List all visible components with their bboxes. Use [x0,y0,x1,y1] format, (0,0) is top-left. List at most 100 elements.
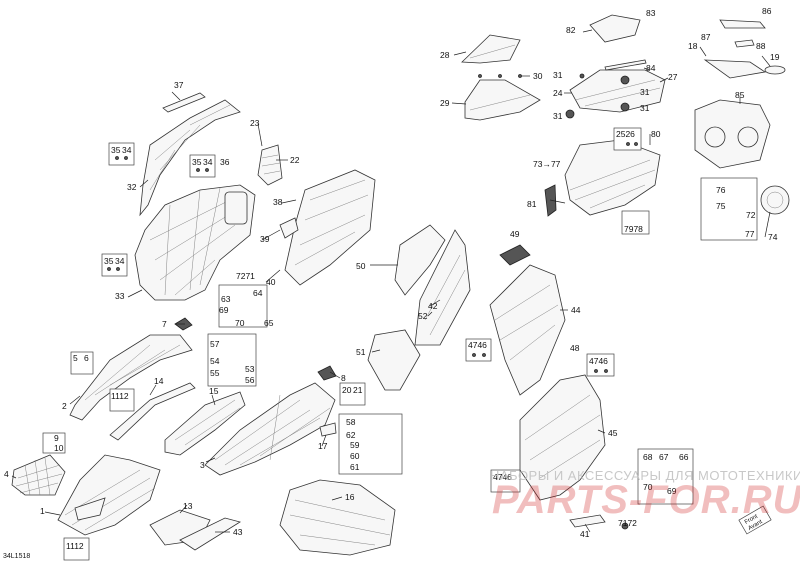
callout-52: 52 [418,311,428,321]
callout-65: 65 [264,318,274,328]
callout-51: 51 [356,347,366,357]
callout-4746b: 4746 [589,356,608,366]
callout-58: 58 [346,417,356,427]
part-45 [519,374,606,501]
part-29 [464,79,541,121]
callout-31a: 31 [553,70,563,80]
part-15 [164,391,246,456]
callout-16: 16 [345,492,355,502]
callout-53: 53 [245,364,255,374]
callout-57: 57 [210,339,220,349]
callout-40: 40 [266,277,276,287]
callout-62: 62 [346,430,356,440]
callout-48: 48 [570,343,580,353]
callout-6: 6 [84,353,89,363]
callout-38: 38 [273,197,283,207]
part-41 [569,514,606,528]
part-32 [139,99,241,217]
part-84 [604,59,647,71]
callout-4746c: 4746 [493,472,512,482]
callout-34b: 34 [203,157,213,167]
callout-34c: 34 [115,256,125,266]
callout-2526: 2526 [616,129,635,139]
part-40 [284,169,376,286]
part-4 [11,454,66,496]
callout-32: 32 [127,182,137,192]
part-39 [279,217,299,239]
callout-70b: 70 [643,482,653,492]
part-51 [367,329,421,391]
callout-4746a: 4746 [468,340,487,350]
callout-69b: 69 [667,486,677,496]
callout-45: 45 [608,428,618,438]
callout-14: 14 [154,376,164,386]
callout-77: 77 [745,229,755,239]
callout-labels: 37 35 34 32 35 34 36 23 22 38 39 35 34 7… [4,6,780,551]
callout-41: 41 [580,529,590,539]
callout-17: 17 [318,441,328,451]
callout-7271: 7271 [236,271,255,281]
callout-1: 1 [40,506,45,516]
fasteners [107,73,638,530]
callout-3: 3 [200,460,205,470]
callout-1112a: 1112 [111,391,129,401]
part-22 [257,144,283,186]
callout-61: 61 [350,462,360,472]
hardware-boxes [42,127,758,561]
part-14 [109,382,196,441]
part-28 [461,34,521,64]
part-1 [57,454,161,536]
callout-56: 56 [245,375,255,385]
callout-67: 67 [659,452,669,462]
callout-7978: 7978 [624,224,643,234]
callout-19: 19 [770,52,780,62]
callout-59: 59 [350,440,360,450]
part-73-77 [564,139,661,216]
part-16 [279,479,396,556]
callout-30: 30 [533,71,543,81]
callout-39: 39 [260,234,270,244]
callout-18: 18 [688,41,698,51]
part-17 [319,422,337,437]
callout-4: 4 [4,469,9,479]
callout-64: 64 [253,288,263,298]
part-74 [760,185,790,215]
callout-1112b: 1112 [66,541,84,551]
part-2 [69,334,193,421]
callout-68: 68 [643,452,653,462]
callout-54: 54 [210,356,220,366]
part-44 [489,264,566,396]
callout-29: 29 [440,98,450,108]
part-37 [162,92,206,113]
callout-35a: 35 [111,145,121,155]
callout-75: 75 [716,201,726,211]
part-81 [544,184,557,217]
callout-43: 43 [233,527,243,537]
callout-27: 27 [668,72,678,82]
callout-66: 66 [679,452,689,462]
callout-55: 55 [210,368,220,378]
part-52 [414,229,471,346]
callout-82: 82 [566,25,576,35]
callout-2: 2 [62,401,67,411]
callout-44: 44 [571,305,581,315]
callout-81: 81 [527,199,537,209]
callout-7172: 7172 [618,518,637,528]
part-18 [703,59,767,79]
callout-49: 49 [510,229,520,239]
callout-22: 22 [290,155,300,165]
part-43 [179,517,241,551]
callout-83: 83 [646,8,656,18]
callout-84: 84 [646,63,656,73]
callout-20: 20 [342,385,352,395]
part-19 [764,65,786,75]
callout-31b: 31 [640,87,650,97]
callout-35b: 35 [192,157,202,167]
callout-7: 7 [162,319,167,329]
callout-85: 85 [735,90,745,100]
watermark-logo: PARTS-FOR.RU [492,478,800,522]
callout-23: 23 [250,118,260,128]
callout-72b: 72 [746,210,756,220]
callout-80: 80 [651,129,661,139]
callout-88: 88 [756,41,766,51]
